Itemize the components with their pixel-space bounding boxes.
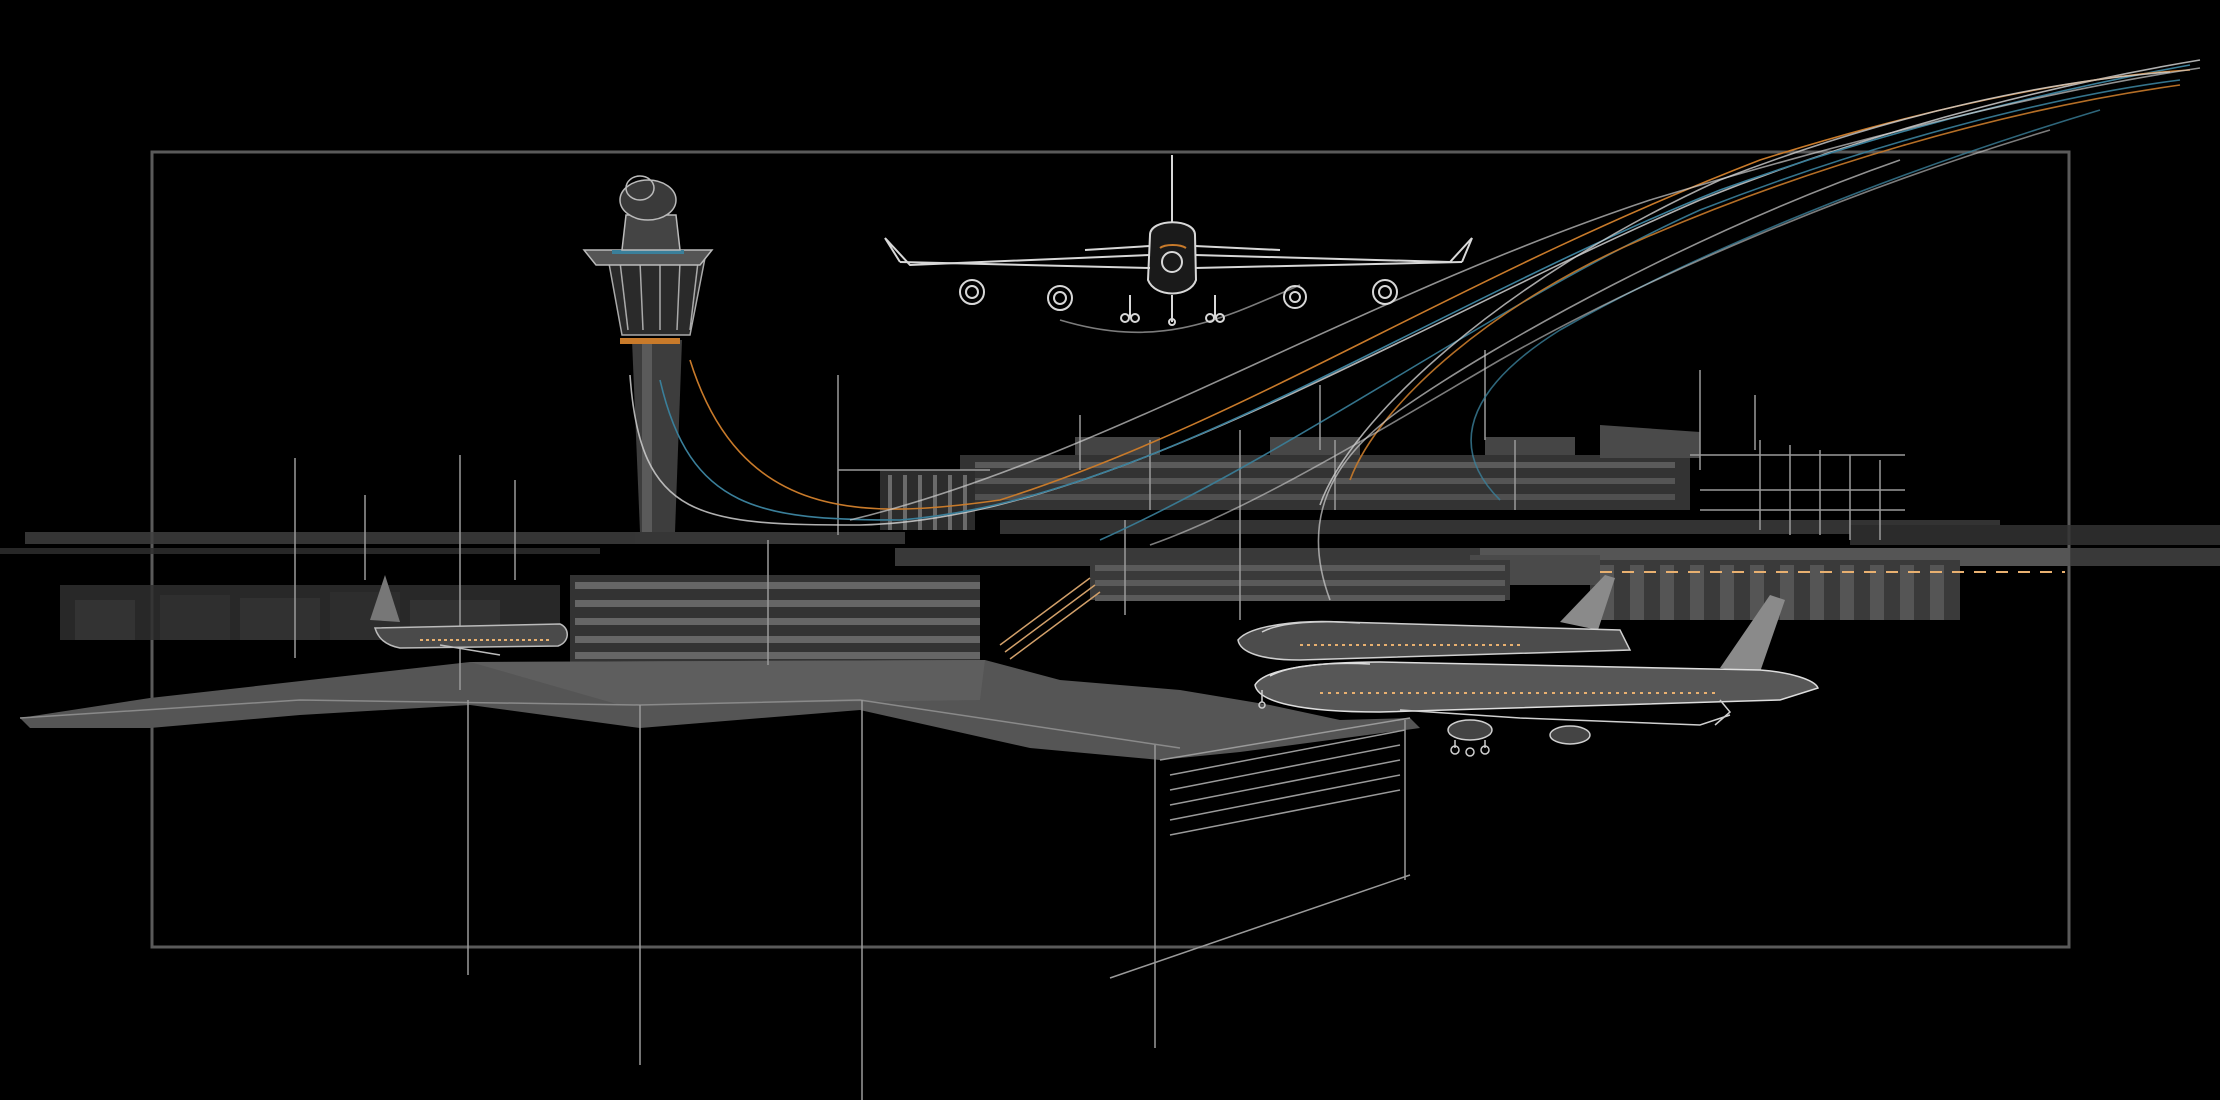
flight-path-lines xyxy=(629,59,2201,601)
control-tower xyxy=(582,175,714,532)
parked-airplane-left xyxy=(370,575,568,656)
overpass xyxy=(1109,717,1411,979)
apron xyxy=(19,660,1420,760)
landing-airplane xyxy=(884,155,1473,326)
gate-building xyxy=(570,560,1510,665)
parked-airplane-front xyxy=(1254,595,1819,757)
parked-airplane-middle xyxy=(1237,575,1632,661)
